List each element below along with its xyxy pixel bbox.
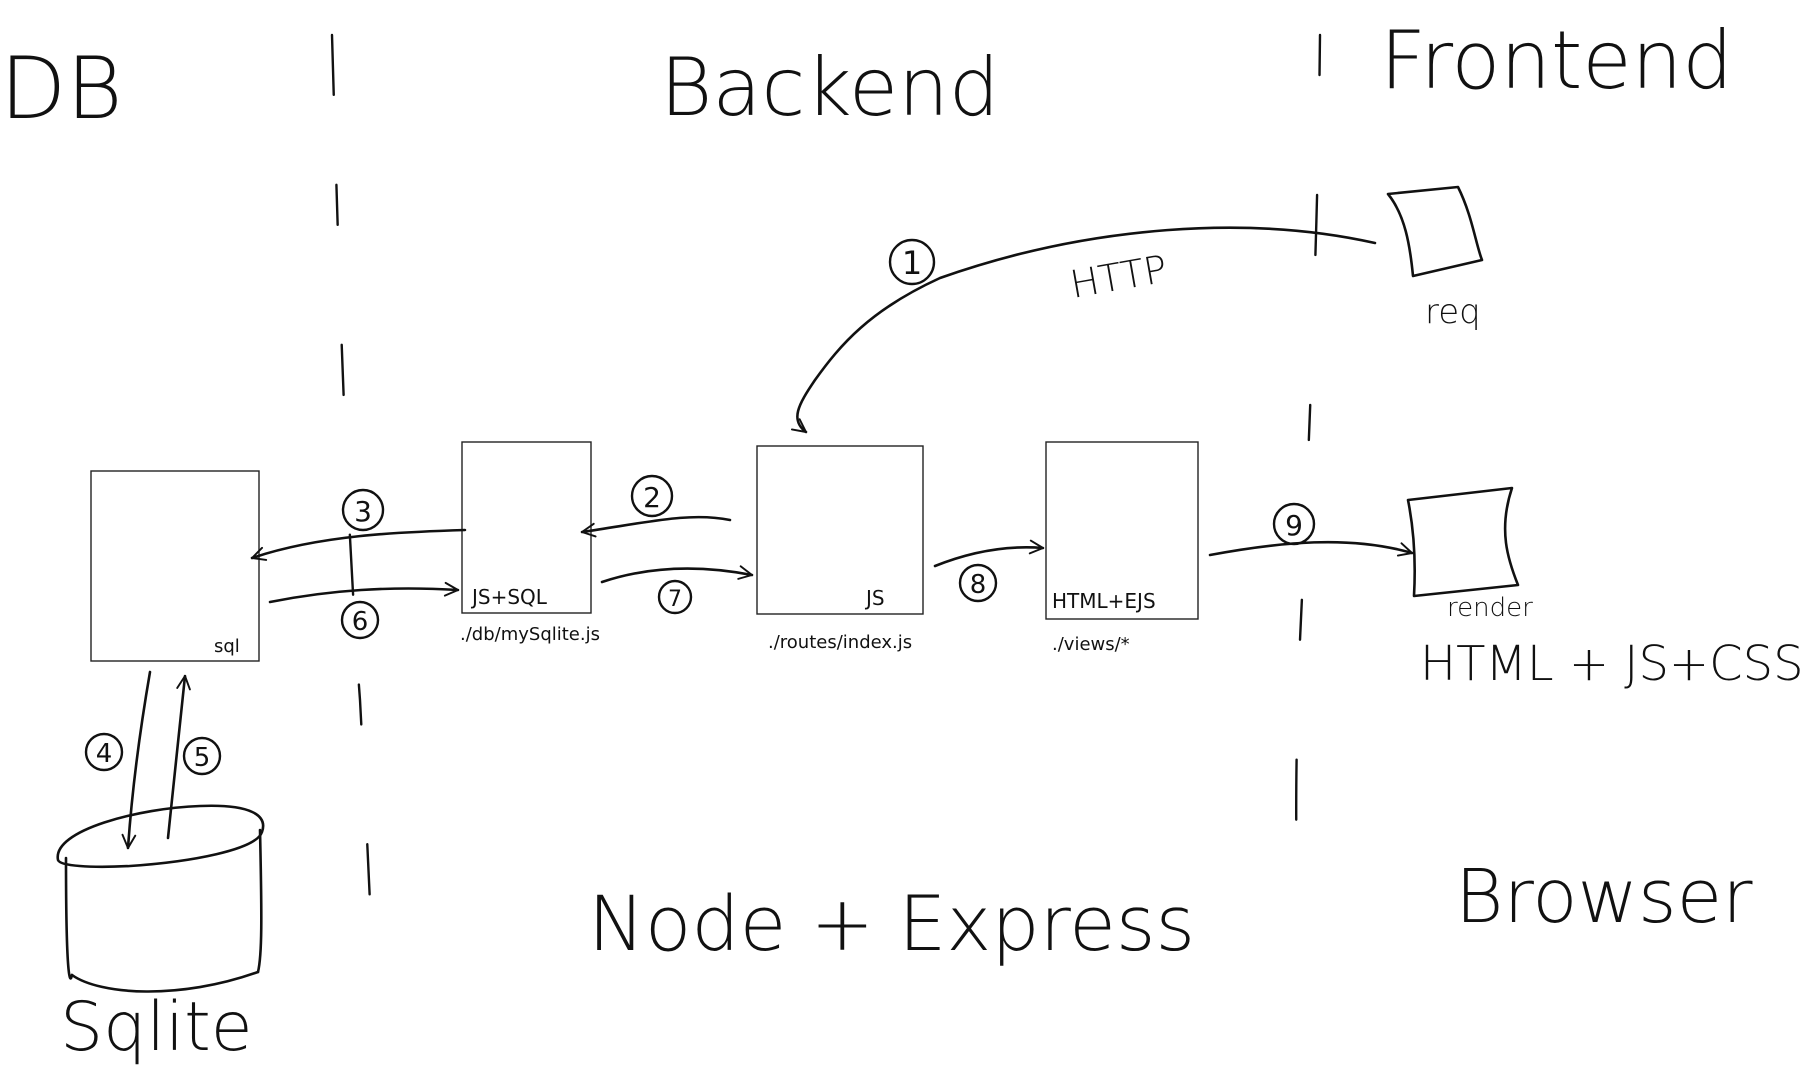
svg-text:1: 1 [902,244,922,282]
request-page-icon: req [1386,185,1484,332]
step-marker-8: 8 [958,563,998,603]
arrow-db-module-to-router [600,565,754,584]
zone-title-frontend: Frontend [1380,14,1733,107]
arrow-db-to-db-module [268,581,460,604]
arrow-db-module-to-db [250,528,467,561]
db-module-box-label: JS+SQL [470,585,548,609]
zone-title-db: DB [0,39,123,139]
step-markers: 1 2 3 4 5 6 7 8 [84,238,1316,776]
arrow-request [790,226,1377,434]
sqlite-database-icon [56,804,265,993]
zone-dividers [330,33,1322,992]
db-module-box: JS+SQL ./db/mySqlite.js [460,441,600,645]
db-query-box: sql [90,470,260,662]
svg-text:8: 8 [970,570,987,600]
runtime-label-node-express: Node + Express [588,879,1195,968]
arrow-db-to-sqlite [121,670,152,850]
step-marker-5: 5 [182,736,222,776]
render-output-label: HTML + JS+CSS [1420,636,1804,692]
svg-text:2: 2 [643,481,661,514]
svg-text:9: 9 [1285,509,1303,542]
step-marker-4: 4 [84,732,124,772]
arrow-router-to-views [933,539,1045,568]
svg-text:7: 7 [668,587,682,612]
runtime-label-sqlite: Sqlite [60,988,253,1067]
views-box: HTML+EJS ./views/* [1045,441,1199,655]
request-label: req [1425,292,1481,332]
divider-backend-frontend [1295,33,1322,932]
arrow-views-to-render [1208,540,1414,557]
http-protocol-label: HTTP [1067,247,1170,307]
arrow-sqlite-to-db [166,674,191,840]
zone-title-backend: Backend [660,41,1000,134]
step-marker-6: 6 [340,600,380,640]
router-box-label: JS [864,586,885,610]
svg-text:6: 6 [352,607,369,637]
divider-db-backend [330,33,376,992]
step-marker-2: 2 [630,474,674,518]
step-marker-9: 9 [1272,502,1316,546]
db-query-box-label: sql [214,636,240,657]
db-module-caption: ./db/mySqlite.js [460,624,600,645]
step-marker-7: 7 [657,579,693,615]
runtime-label-browser: Browser [1455,854,1753,940]
svg-text:3: 3 [354,495,372,528]
router-box: JS ./routes/index.js [756,445,924,653]
arrow-router-to-db-module [580,515,732,538]
step-marker-3: 3 [341,488,385,532]
views-caption: ./views/* [1052,634,1130,655]
router-caption: ./routes/index.js [768,632,912,653]
render-page-icon: render HTML + JS+CSS [1406,486,1804,692]
svg-text:4: 4 [96,739,113,769]
step-marker-1: 1 [888,238,936,286]
render-label: render [1447,593,1533,623]
views-box-label: HTML+EJS [1052,589,1156,613]
svg-text:5: 5 [194,743,211,773]
flow-arrows [121,226,1414,850]
